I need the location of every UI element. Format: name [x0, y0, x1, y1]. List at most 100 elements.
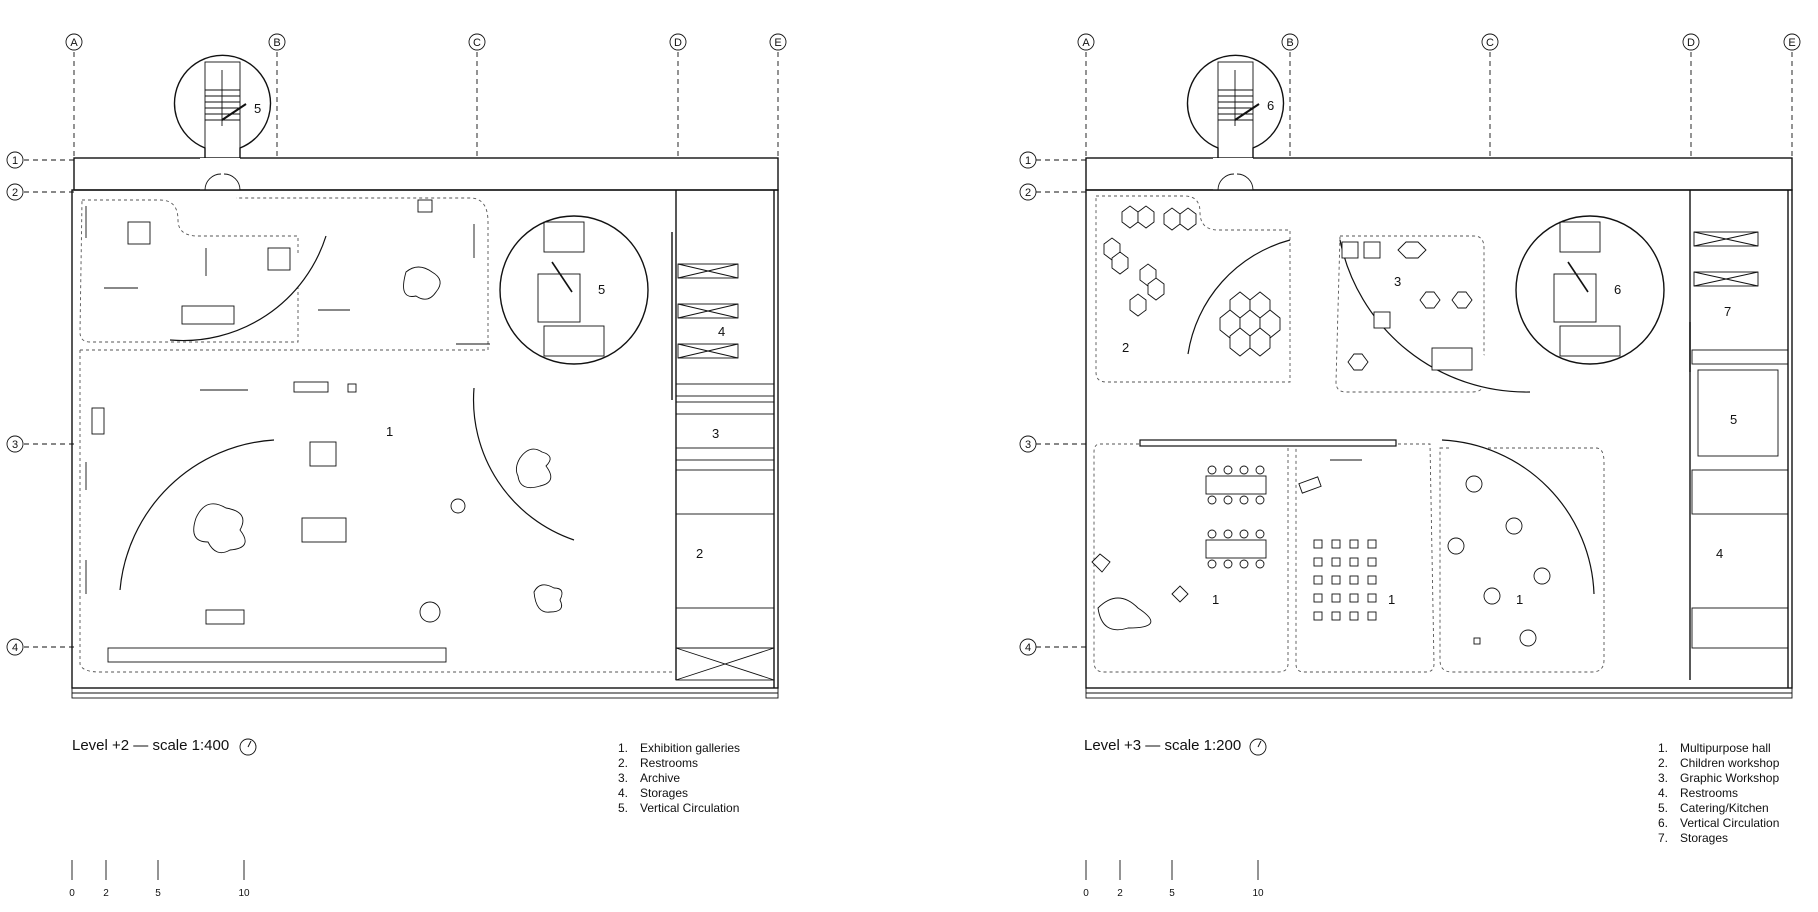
hall-zone-right — [1439, 447, 1605, 673]
restrooms-block: 4 — [1691, 469, 1789, 649]
planter-strip — [1085, 157, 1793, 191]
room-number-1: 1 — [1516, 592, 1523, 607]
room-number-4: 4 — [1716, 546, 1723, 561]
room-number-1: 1 — [386, 424, 393, 439]
scale-bar: 0 2 5 10 — [1083, 860, 1264, 899]
grid-label-3: 3 — [1025, 439, 1031, 451]
grid-label-a: A — [70, 37, 78, 49]
scale-tick-label: 10 — [238, 888, 250, 899]
legend-number: 4. — [1658, 786, 1668, 800]
legend-text: Catering/Kitchen — [1680, 801, 1769, 815]
legend-number: 4. — [618, 786, 628, 800]
grid-label-1: 1 — [1025, 155, 1031, 167]
curved-wall-upper — [169, 235, 327, 342]
grid-label-2: 2 — [12, 187, 18, 199]
grid-label-e: E — [1788, 37, 1795, 49]
exhibit-furniture — [85, 199, 563, 663]
legend: 1. Multipurpose hall 2. Children worksho… — [1658, 741, 1780, 845]
legend-number: 6. — [1658, 816, 1668, 830]
hall-right-furniture — [1447, 475, 1551, 647]
building-outline — [71, 189, 779, 699]
planter-strip — [73, 157, 779, 191]
north-arrow-icon — [1249, 738, 1267, 756]
children-furniture — [1103, 205, 1281, 357]
stair-tower: 5 — [173, 54, 272, 159]
gallery-zone-upper — [79, 199, 299, 343]
room-number-6: 6 — [1614, 282, 1621, 297]
room-number-5: 5 — [598, 282, 605, 297]
room-number-2: 2 — [696, 546, 703, 561]
legend-text: Multipurpose hall — [1680, 741, 1771, 755]
curved-wall — [1441, 439, 1595, 595]
grid-label-4: 4 — [1025, 642, 1031, 654]
room-number-1: 1 — [1212, 592, 1219, 607]
gallery-zone-lower — [79, 197, 672, 673]
grid-columns: A B C D E — [1077, 33, 1801, 158]
room-number-1: 1 — [1388, 592, 1395, 607]
catering-block: 5 — [1691, 349, 1789, 457]
room-number-3: 3 — [1394, 274, 1401, 289]
scale-tick-label: 10 — [1252, 888, 1264, 899]
legend-number: 3. — [618, 771, 628, 785]
legend-text: Storages — [640, 786, 688, 800]
plan-title: Level +3 — scale 1:200 — [1084, 737, 1241, 754]
storages-block: 4 — [671, 232, 739, 400]
scale-tick-label: 2 — [103, 888, 109, 899]
hall-zone-left — [1093, 443, 1289, 673]
grid-label-b: B — [1286, 37, 1293, 49]
plan-level-2: A B C D E 1 2 3 4 — [6, 33, 787, 899]
stair-core: 6 — [1515, 215, 1665, 365]
building-outline — [1085, 189, 1793, 699]
legend-number: 2. — [1658, 756, 1668, 770]
children-workshop-zone — [1095, 195, 1291, 383]
scale-tick-label: 0 — [69, 888, 75, 899]
room-number-7: 7 — [1724, 304, 1731, 319]
scale-tick-label: 5 — [155, 888, 161, 899]
grid-label-c: C — [473, 37, 481, 49]
grid-label-b: B — [273, 37, 280, 49]
grid-label-1: 1 — [12, 155, 18, 167]
scale-tick-label: 5 — [1169, 888, 1175, 899]
graphic-workshop-zone — [1335, 235, 1485, 393]
plan-title: Level +2 — scale 1:400 — [72, 737, 229, 754]
scale-tick-label: 2 — [1117, 888, 1123, 899]
legend-number: 2. — [618, 756, 628, 770]
hall-middle-furniture — [1298, 459, 1377, 621]
legend-text: Restrooms — [640, 756, 698, 770]
legend-number: 1. — [1658, 741, 1668, 755]
partition-wall — [1139, 439, 1397, 447]
scale-bar: 0 2 5 10 — [69, 860, 250, 899]
room-number-4: 4 — [718, 324, 725, 339]
storages-block: 7 — [1689, 231, 1759, 372]
grid-label-e: E — [774, 37, 781, 49]
stair-core: 5 — [499, 215, 649, 365]
legend-text: Archive — [640, 771, 680, 785]
archive-block: 3 — [675, 383, 775, 461]
stair-tower-number: 6 — [1267, 98, 1274, 113]
room-number-5: 5 — [1730, 412, 1737, 427]
north-arrow-icon — [239, 738, 257, 756]
curved-wall — [1339, 239, 1531, 393]
scale-tick-label: 0 — [1083, 888, 1089, 899]
room-number-2: 2 — [1122, 340, 1129, 355]
legend-text: Children workshop — [1680, 756, 1780, 770]
legend-number: 5. — [1658, 801, 1668, 815]
restrooms-block: 2 — [675, 469, 775, 681]
grid-rows: 1 2 3 4 — [6, 151, 74, 656]
legend-number: 5. — [618, 801, 628, 815]
legend-number: 7. — [1658, 831, 1668, 845]
grid-label-4: 4 — [12, 642, 18, 654]
room-number-3: 3 — [712, 426, 719, 441]
grid-label-3: 3 — [12, 439, 18, 451]
legend-text: Exhibition galleries — [640, 741, 740, 755]
legend-text: Restrooms — [1680, 786, 1738, 800]
grid-columns: A B C D E — [65, 33, 787, 158]
grid-label-a: A — [1082, 37, 1090, 49]
stair-tower: 6 — [1186, 54, 1285, 159]
grid-label-c: C — [1486, 37, 1494, 49]
legend-text: Storages — [1680, 831, 1728, 845]
stair-tower-number: 5 — [254, 101, 261, 116]
hall-left-furniture — [1091, 465, 1267, 631]
plan-level-3: A B C D E 1 2 3 4 — [1019, 33, 1801, 899]
